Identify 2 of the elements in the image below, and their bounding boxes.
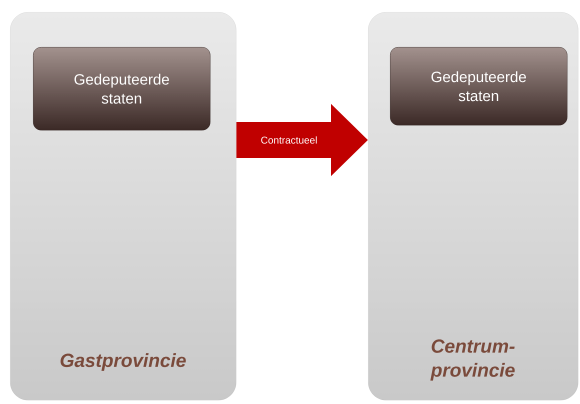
title-box: Gedeputeerde staten: [390, 47, 568, 126]
title-box: Gedeputeerde staten: [33, 47, 210, 130]
